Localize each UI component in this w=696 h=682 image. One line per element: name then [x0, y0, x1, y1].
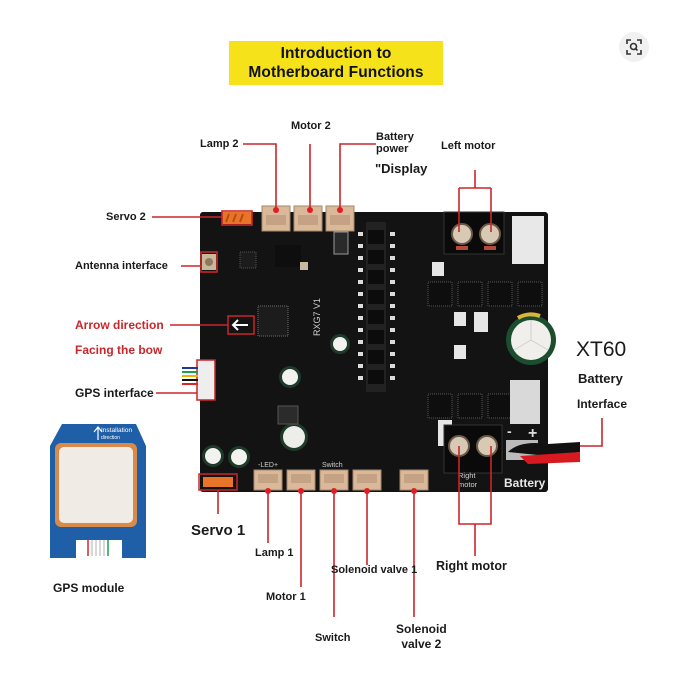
- solenoid1-connector: [352, 469, 382, 491]
- gps-interface-connector: [182, 359, 216, 401]
- label-right-motor: Right motor: [436, 559, 507, 573]
- board-model-label: RXG7 V1: [312, 298, 322, 336]
- title-line-2: Motherboard Functions: [248, 64, 424, 81]
- label-lamp2: Lamp 2: [200, 138, 239, 150]
- title-banner: Introduction to Motherboard Functions: [229, 41, 443, 85]
- title-line-1: Introduction to: [280, 45, 392, 62]
- label-servo2: Servo 2: [106, 211, 146, 223]
- button-component: [300, 262, 308, 270]
- label-left-motor: Left motor: [441, 140, 496, 152]
- servo2-connector: [222, 212, 252, 224]
- capacitor-large: [506, 312, 556, 365]
- label-facing-bow: Facing the bow: [75, 343, 163, 357]
- label-motor2: Motor 2: [291, 120, 331, 132]
- switch-silkscreen: Switch: [322, 462, 343, 469]
- label-motor1: Motor 1: [266, 591, 306, 603]
- mosfet-column: [358, 222, 395, 392]
- gps-module-image: [50, 424, 146, 558]
- resistor-block: [333, 231, 349, 255]
- battery-silkscreen: Battery: [504, 476, 546, 490]
- visual-search-icon: [626, 39, 642, 55]
- label-interface: Interface: [577, 397, 628, 411]
- right-motor-silkscreen-2: motor: [458, 480, 478, 489]
- right-motor-terminal: [443, 424, 503, 474]
- pad-arrays: [432, 262, 488, 446]
- small-ic: [239, 251, 257, 269]
- label-arrow-direction: Arrow direction: [75, 318, 164, 332]
- label-solenoid-valve-1: Solenoid valve 1: [331, 564, 418, 576]
- right-motor-silkscreen-1: Right: [458, 471, 476, 480]
- capacitor-small-2: [279, 366, 301, 388]
- arrow-direction-marker: [227, 315, 255, 335]
- gps-card-text-1: Installation: [101, 427, 132, 434]
- capacitor-bottom-left-1: [202, 445, 224, 467]
- servo1-connector: [198, 473, 238, 491]
- battery-copper-pad: [510, 380, 540, 424]
- label-antenna-interface: Antenna interface: [75, 260, 168, 272]
- label-battery-power-line2: power: [376, 143, 409, 155]
- switch-connector: [319, 469, 349, 491]
- inductor: [277, 405, 299, 425]
- label-battery-power-line1: Battery: [376, 131, 414, 143]
- motor1-connector: [286, 469, 316, 491]
- capacitor-bottom-left-2: [228, 446, 250, 468]
- label-servo1: Servo 1: [191, 522, 246, 539]
- left-motor-terminal: [443, 211, 505, 255]
- label-gps-interface: GPS interface: [75, 386, 154, 400]
- capacitor-medium: [280, 423, 308, 451]
- label-battery-power: Battery power: [376, 131, 414, 155]
- callout-lines: [152, 143, 603, 617]
- led-silkscreen: -LED+: [258, 462, 278, 469]
- label-battery: Battery: [578, 371, 623, 386]
- capacitor-small-1: [330, 334, 350, 354]
- label-display: "Display: [375, 161, 428, 176]
- solenoid2-connector: [399, 469, 429, 491]
- minus-silkscreen: -: [507, 423, 512, 439]
- mcu-chip: [257, 305, 289, 337]
- xt60-battery-connector: [506, 440, 580, 464]
- pad-array-top-right: [512, 216, 544, 264]
- label-xt60: XT60: [576, 338, 627, 361]
- label-lamp1: Lamp 1: [255, 547, 294, 559]
- visual-search-button[interactable]: [619, 32, 649, 62]
- small-ic: [275, 245, 301, 267]
- plus-silkscreen: +: [528, 425, 537, 442]
- label-solenoid-valve-2: Solenoid valve 2: [396, 622, 447, 652]
- gps-card-text-2: direction: [101, 435, 120, 441]
- antenna-connector: [202, 254, 216, 270]
- label-switch: Switch: [315, 632, 351, 644]
- lamp1-connector: [253, 469, 283, 491]
- motor-driver-chips: [427, 281, 543, 419]
- callout-dots: [265, 207, 417, 494]
- label-gps-module: GPS module: [53, 581, 125, 595]
- label-solenoid-valve-2-line1: Solenoid: [396, 622, 447, 636]
- label-solenoid-valve-2-line2: valve 2: [401, 637, 442, 651]
